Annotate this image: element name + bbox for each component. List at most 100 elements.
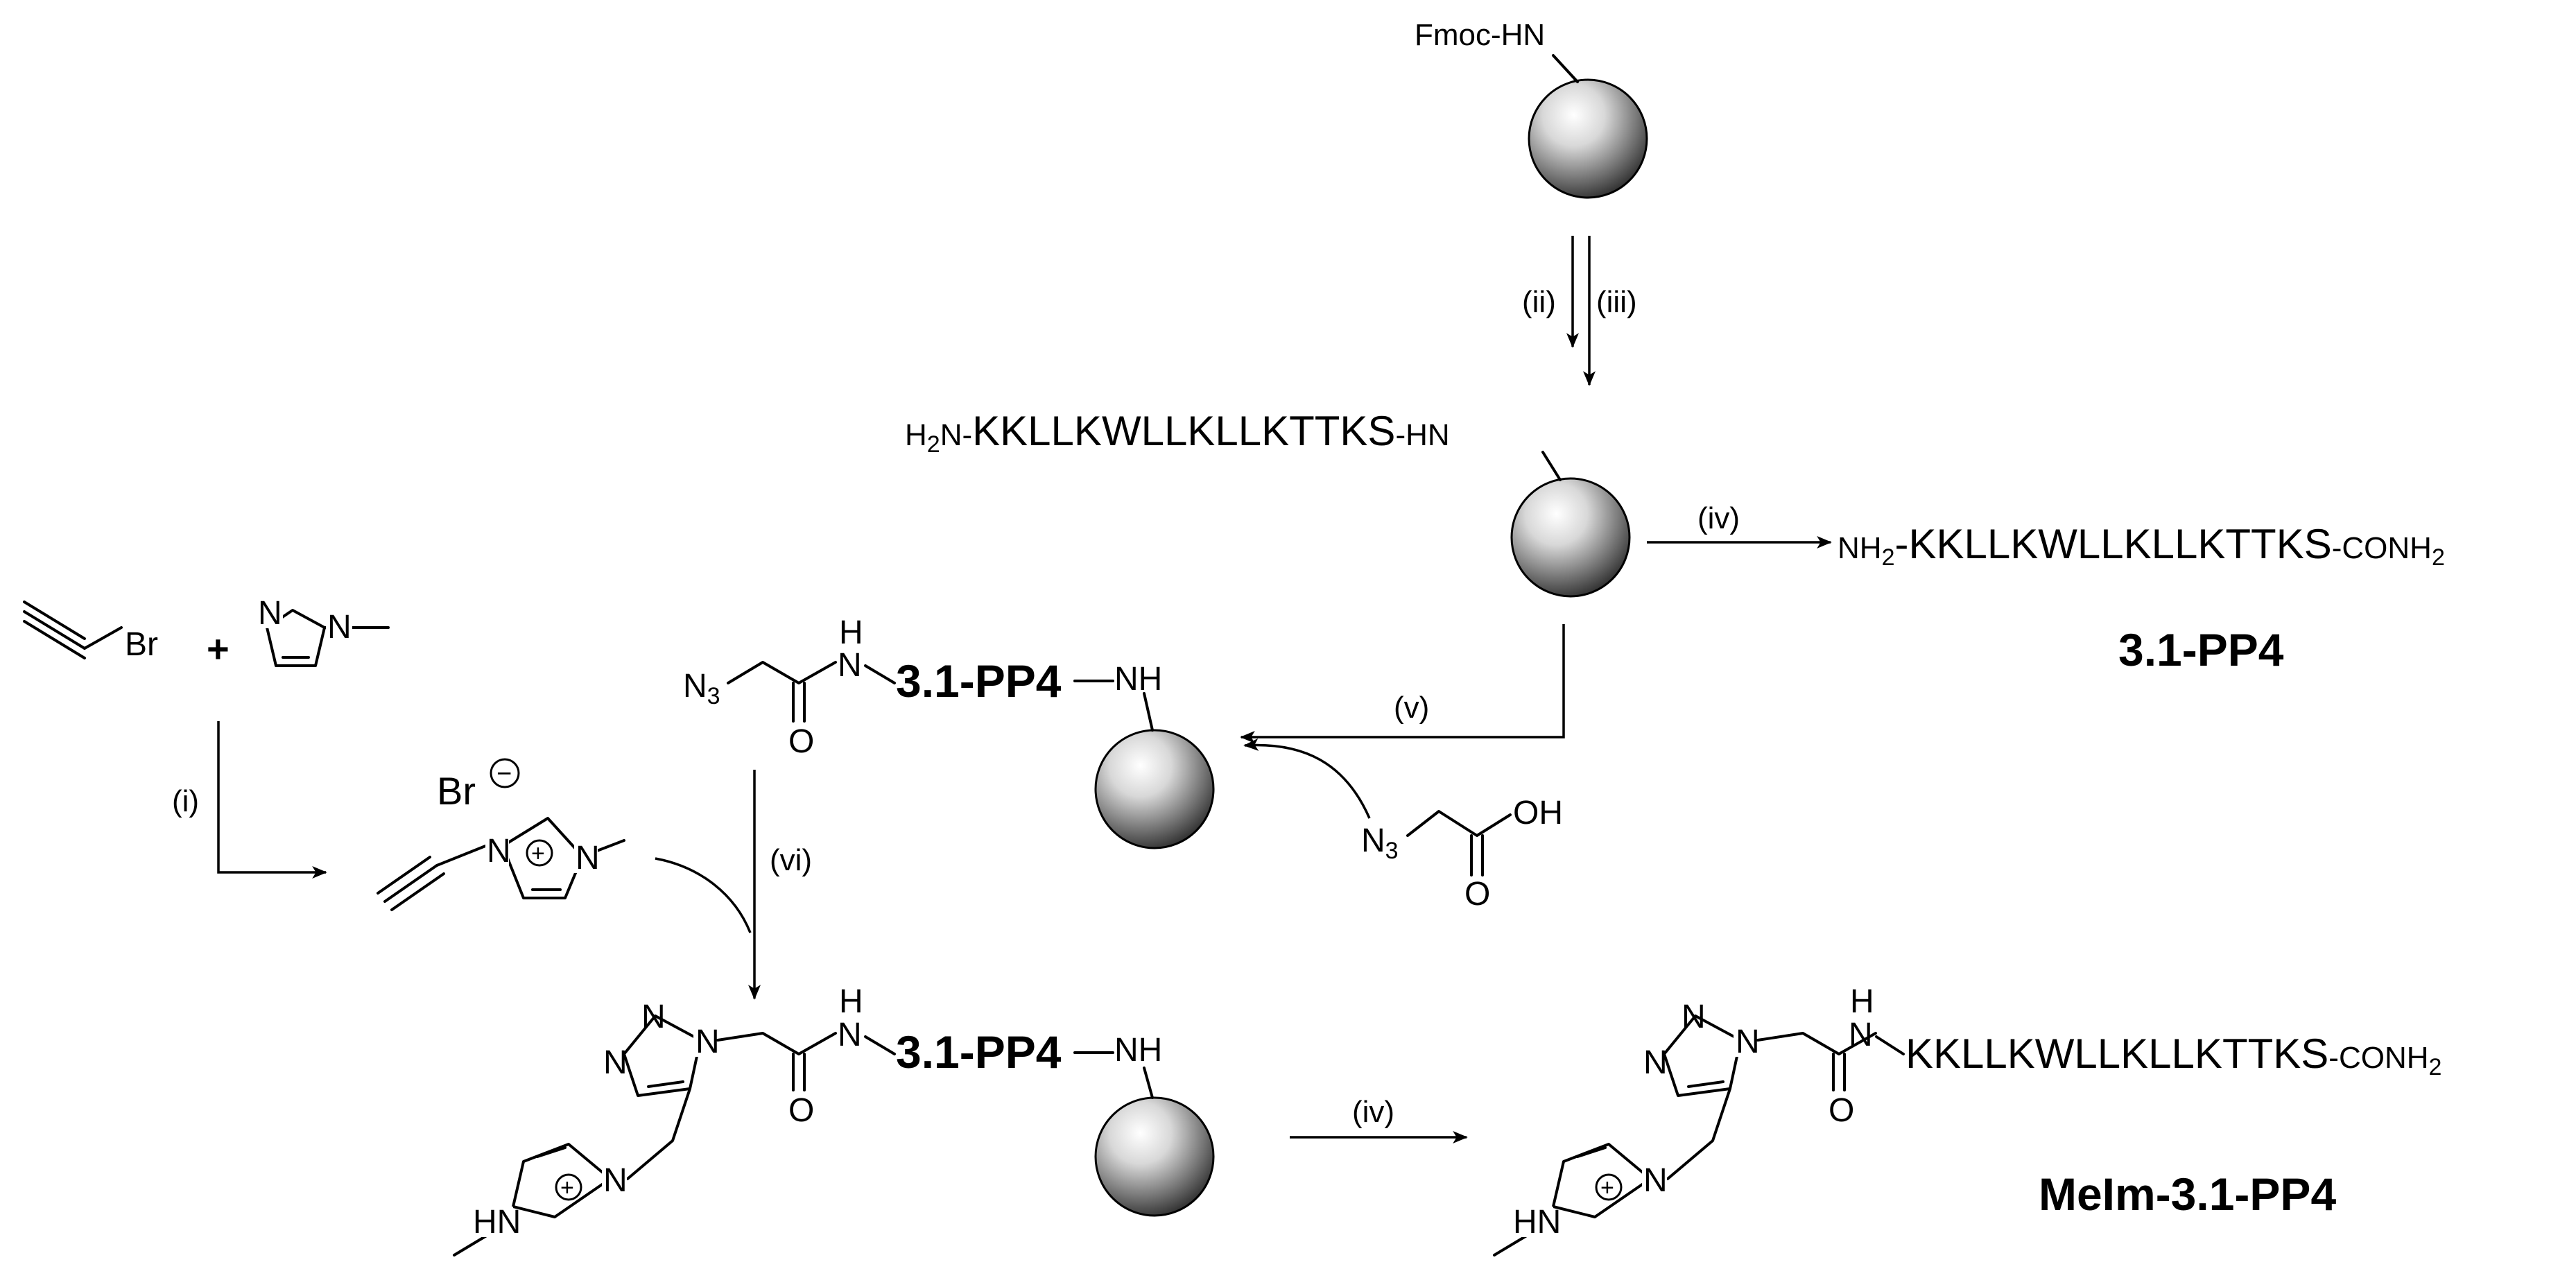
- imidazolium-n1-mask: [485, 836, 509, 866]
- meim-ch2-link: [1666, 1087, 1731, 1180]
- meim-carbonyl: [1832, 1053, 1846, 1091]
- azido-n3: N3: [683, 668, 720, 709]
- azido-n-core-bond: [864, 664, 896, 684]
- free-peptide-label: NH2-KKLLKWLLKLLKTTKS-CONH2: [1838, 521, 2445, 571]
- plus-sign: +: [207, 627, 230, 671]
- triazole-n2: N: [603, 1044, 628, 1081]
- propargyl-alkyne: [23, 601, 86, 659]
- meim-nh-n: N: [1849, 1017, 1873, 1053]
- meim-n-seq-bond: [1875, 1035, 1905, 1055]
- meim-triazole-ring: [1663, 1014, 1742, 1097]
- propargyl-br: Br: [125, 626, 158, 663]
- imidazolium-alkyne: [377, 856, 445, 911]
- azidoacetic-oh: OH: [1513, 795, 1563, 831]
- triazole-ring: [623, 1014, 702, 1097]
- triazole-nh-n: N: [838, 1017, 862, 1053]
- azidoacetic-carbonyl: [1470, 834, 1484, 877]
- meim-nh-h: H: [1850, 983, 1874, 1020]
- azidoacetic-bonds: [1406, 810, 1512, 837]
- triazole-imidazolium-methyl: [453, 1233, 490, 1257]
- triazole-carbonyl: [792, 1053, 806, 1091]
- bromide-counterion: Br: [437, 769, 476, 813]
- fmoc-label: Fmoc-HN: [1415, 18, 1545, 52]
- azido-carbonyl: [792, 682, 806, 723]
- arrow-azidoacetic-curve: [1243, 738, 1371, 819]
- triazole-nh-h: H: [839, 983, 863, 1020]
- tri-im-hn-mask: [472, 1207, 513, 1237]
- imidazolium-n3: N: [576, 840, 600, 877]
- arrow-imidazolium-curve: [655, 857, 752, 933]
- azido-nh-n: N: [838, 647, 862, 684]
- step-ii-label: (ii): [1522, 285, 1556, 319]
- resin-bead-peptide: [1510, 477, 1631, 598]
- azidoacetic-o: O: [1464, 876, 1490, 913]
- imidazolium-n1: N: [487, 833, 511, 870]
- triazole-imidazolium-n: N: [603, 1162, 628, 1199]
- meim-imidazolium-hn: HN: [1513, 1204, 1561, 1241]
- azido-chain-bonds: [727, 661, 837, 684]
- meim-imidazolium-plus: +: [1600, 1175, 1614, 1201]
- im-n1-mask: [326, 610, 352, 642]
- meim-im-n-mask: [1642, 1165, 1667, 1195]
- azidoacetic-n3: N3: [1361, 822, 1399, 864]
- triazole-n3: N: [695, 1024, 720, 1060]
- azido-nh-h: H: [839, 614, 863, 651]
- triazole-double: [647, 1080, 684, 1088]
- peptide-resin-bond: [1541, 451, 1562, 481]
- azido-o: O: [788, 723, 814, 760]
- azido-resin-bond: [1143, 692, 1154, 732]
- step-i-label: (i): [172, 784, 199, 818]
- arrow-step-i: [217, 721, 327, 879]
- resin-bead-triazole: [1094, 1096, 1215, 1217]
- triazole-imidazolium-double: [536, 1146, 567, 1158]
- meim-triazole-n3: N: [1736, 1024, 1760, 1060]
- triazole-o: O: [788, 1092, 814, 1129]
- azido-core-label: 3.1-PP4: [896, 655, 1062, 707]
- meim-triazole-double: [1687, 1080, 1724, 1088]
- meim-imidazolium-methyl: [1493, 1233, 1530, 1257]
- meim-imidazolium-n: N: [1643, 1162, 1668, 1199]
- triazole-plus-circle: [555, 1173, 582, 1201]
- imidazolium-plus: +: [531, 840, 545, 867]
- tri-im-n-mask: [602, 1165, 627, 1195]
- meim-sequence-label: KKLLKWLLKLLKTTKS-CONH2: [1905, 1030, 2441, 1080]
- step-iv-top-label: (iv): [1697, 501, 1740, 535]
- resin-bead-top: [1528, 78, 1648, 199]
- meim-triazole-n2: N: [1643, 1044, 1668, 1081]
- step-iv-bottom-label: (iv): [1352, 1095, 1394, 1129]
- imidazolium-ring: [501, 817, 584, 899]
- free-peptide-name: 3.1-PP4: [2118, 624, 2284, 675]
- triazole-imidazolium-hn: HN: [473, 1204, 521, 1241]
- azido-resin-nh: NH: [1114, 661, 1162, 698]
- triazole-n3-mask: [693, 1026, 718, 1057]
- triazole-imidazolium-plus: +: [560, 1175, 574, 1201]
- im-n3-mask: [257, 596, 283, 628]
- resin-bead-azido: [1094, 729, 1215, 849]
- methylimidazole-n1: N: [327, 609, 352, 646]
- meim-o: O: [1829, 1092, 1854, 1129]
- minus-charge-circle: [490, 758, 520, 788]
- triazole-chain-bonds: [716, 1032, 837, 1055]
- triazole-ch2-link: [626, 1087, 691, 1180]
- meim-imidazolium-ring: [1552, 1143, 1652, 1218]
- meim-plus-circle: [1595, 1173, 1623, 1201]
- imidazolium-n3-mask: [574, 843, 598, 873]
- step-vi-label: (vi): [770, 843, 812, 877]
- meim-product-name: MeIm-3.1-PP4: [2039, 1168, 2336, 1220]
- fmoc-resin-bond: [1552, 54, 1579, 83]
- triazole-resin-nh: NH: [1114, 1032, 1162, 1069]
- arrow-step-v: [1240, 624, 1565, 743]
- step-v-label: (v): [1394, 691, 1429, 725]
- meim-n3-mask: [1734, 1026, 1758, 1057]
- plus-charge-circle: [526, 839, 553, 867]
- meim-im-hn-mask: [1512, 1207, 1553, 1237]
- triazole-core-label: 3.1-PP4: [896, 1026, 1062, 1078]
- meim-chain-bonds: [1756, 1032, 1877, 1055]
- imidazolium-ch2: [435, 845, 487, 867]
- triazole-n1: N: [641, 999, 666, 1035]
- triazole-resin-bond: [1143, 1067, 1154, 1099]
- meim-triazole-n1: N: [1682, 999, 1706, 1035]
- methylimidazole-n3: N: [258, 595, 282, 632]
- triazole-n-core-bond: [864, 1035, 896, 1055]
